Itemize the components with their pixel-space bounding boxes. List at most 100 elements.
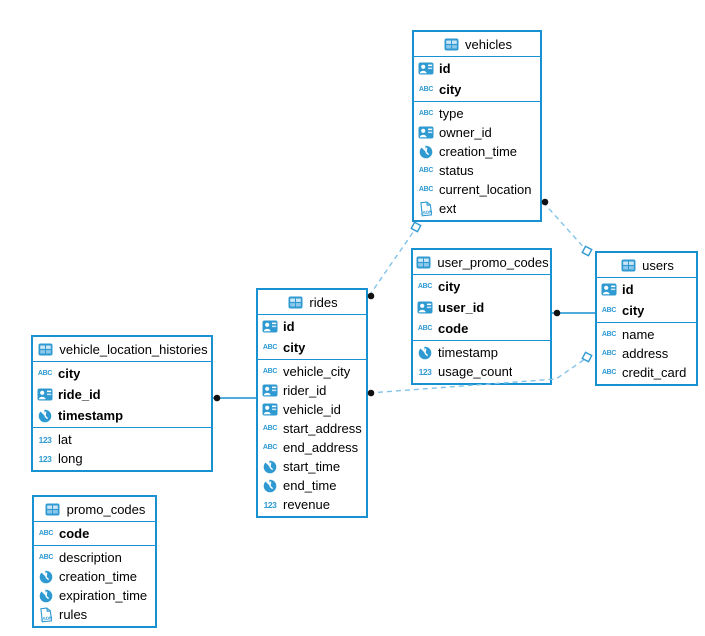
uuid-column-icon — [261, 403, 279, 416]
table-name: vehicles — [465, 36, 512, 52]
string-column-icon: ABC — [262, 368, 278, 375]
relationship-square-endpoint — [581, 245, 593, 257]
uuid-column-icon — [417, 62, 435, 75]
numeric-column-icon: 123 — [38, 453, 52, 464]
column-name: id — [439, 61, 451, 76]
uuid-column-icon — [416, 301, 434, 314]
table-header-promo_codes[interactable]: promo_codes — [34, 497, 155, 522]
relationship-dot-endpoint — [553, 309, 561, 317]
column-row-timestamp[interactable]: timestamp — [33, 405, 211, 426]
relationship-dot-endpoint — [213, 394, 221, 402]
relationship-square-endpoint — [410, 221, 422, 233]
column-name: ext — [439, 201, 457, 216]
column-name: code — [438, 321, 469, 336]
table-header-vehicles[interactable]: vehicles — [414, 32, 540, 57]
table-name: user_promo_codes — [437, 254, 549, 270]
column-row-id[interactable]: id — [597, 279, 696, 300]
string-column-icon: ABC — [418, 86, 434, 93]
column-name: start_address — [283, 421, 362, 436]
table-header-user_promo_codes[interactable]: user_promo_codes — [413, 250, 550, 275]
column-row-id[interactable]: id — [258, 316, 366, 337]
table-icon — [442, 38, 460, 51]
string-column-icon: ABC — [418, 110, 434, 117]
timestamp-column-icon — [416, 345, 434, 360]
relationship-square-endpoint — [581, 351, 593, 363]
relationship-dot-endpoint — [541, 198, 549, 206]
json-column-icon: JSON — [417, 200, 435, 217]
column-row-id[interactable]: id — [414, 58, 540, 79]
column-name: expiration_time — [59, 588, 148, 603]
string-column-icon: ABC — [601, 369, 617, 376]
column-row-user_id[interactable]: user_id — [413, 297, 550, 318]
column-row-creation_time[interactable]: creation_time — [414, 142, 540, 161]
column-name: address — [622, 346, 669, 361]
column-row-ride_id[interactable]: ride_id — [33, 384, 211, 405]
column-row-city[interactable]: ABC city — [33, 363, 211, 384]
table-header-users[interactable]: users — [597, 253, 696, 278]
column-row-type[interactable]: ABC type — [414, 104, 540, 123]
relationship-dot-endpoint — [367, 389, 375, 397]
timestamp-column-icon — [36, 408, 54, 423]
string-column-icon: ABC — [37, 370, 53, 377]
column-name: status — [439, 163, 474, 178]
timestamp-column-icon — [417, 144, 435, 159]
column-row-owner_id[interactable]: owner_id — [414, 123, 540, 142]
column-name: type — [439, 106, 464, 121]
column-row-creation_time[interactable]: creation_time — [34, 567, 155, 586]
relationship-rides-to-vehicles — [368, 227, 417, 297]
column-name: id — [283, 319, 295, 334]
table-header-rides[interactable]: rides — [258, 290, 366, 315]
column-row-start_time[interactable]: start_time — [258, 457, 366, 476]
column-name: timestamp — [438, 345, 498, 360]
table-icon — [619, 259, 637, 272]
column-row-vehicle_id[interactable]: vehicle_id — [258, 400, 366, 419]
column-name: creation_time — [59, 569, 138, 584]
column-name: ride_id — [58, 387, 101, 402]
column-row-ext[interactable]: JSON ext — [414, 199, 540, 218]
svg-text:JSON: JSON — [420, 209, 432, 215]
table-icon — [286, 296, 304, 309]
string-column-icon: ABC — [262, 344, 278, 351]
table-icon — [36, 343, 54, 356]
column-row-expiration_time[interactable]: expiration_time — [34, 586, 155, 605]
column-name: city — [58, 366, 81, 381]
table-header-vehicle_location_histories[interactable]: vehicle_location_histories — [33, 337, 211, 362]
column-row-timestamp[interactable]: timestamp — [413, 343, 550, 362]
column-name: creation_time — [439, 144, 518, 159]
column-row-end_time[interactable]: end_time — [258, 476, 366, 495]
table-name: promo_codes — [66, 501, 146, 517]
column-row-rider_id[interactable]: rider_id — [258, 381, 366, 400]
